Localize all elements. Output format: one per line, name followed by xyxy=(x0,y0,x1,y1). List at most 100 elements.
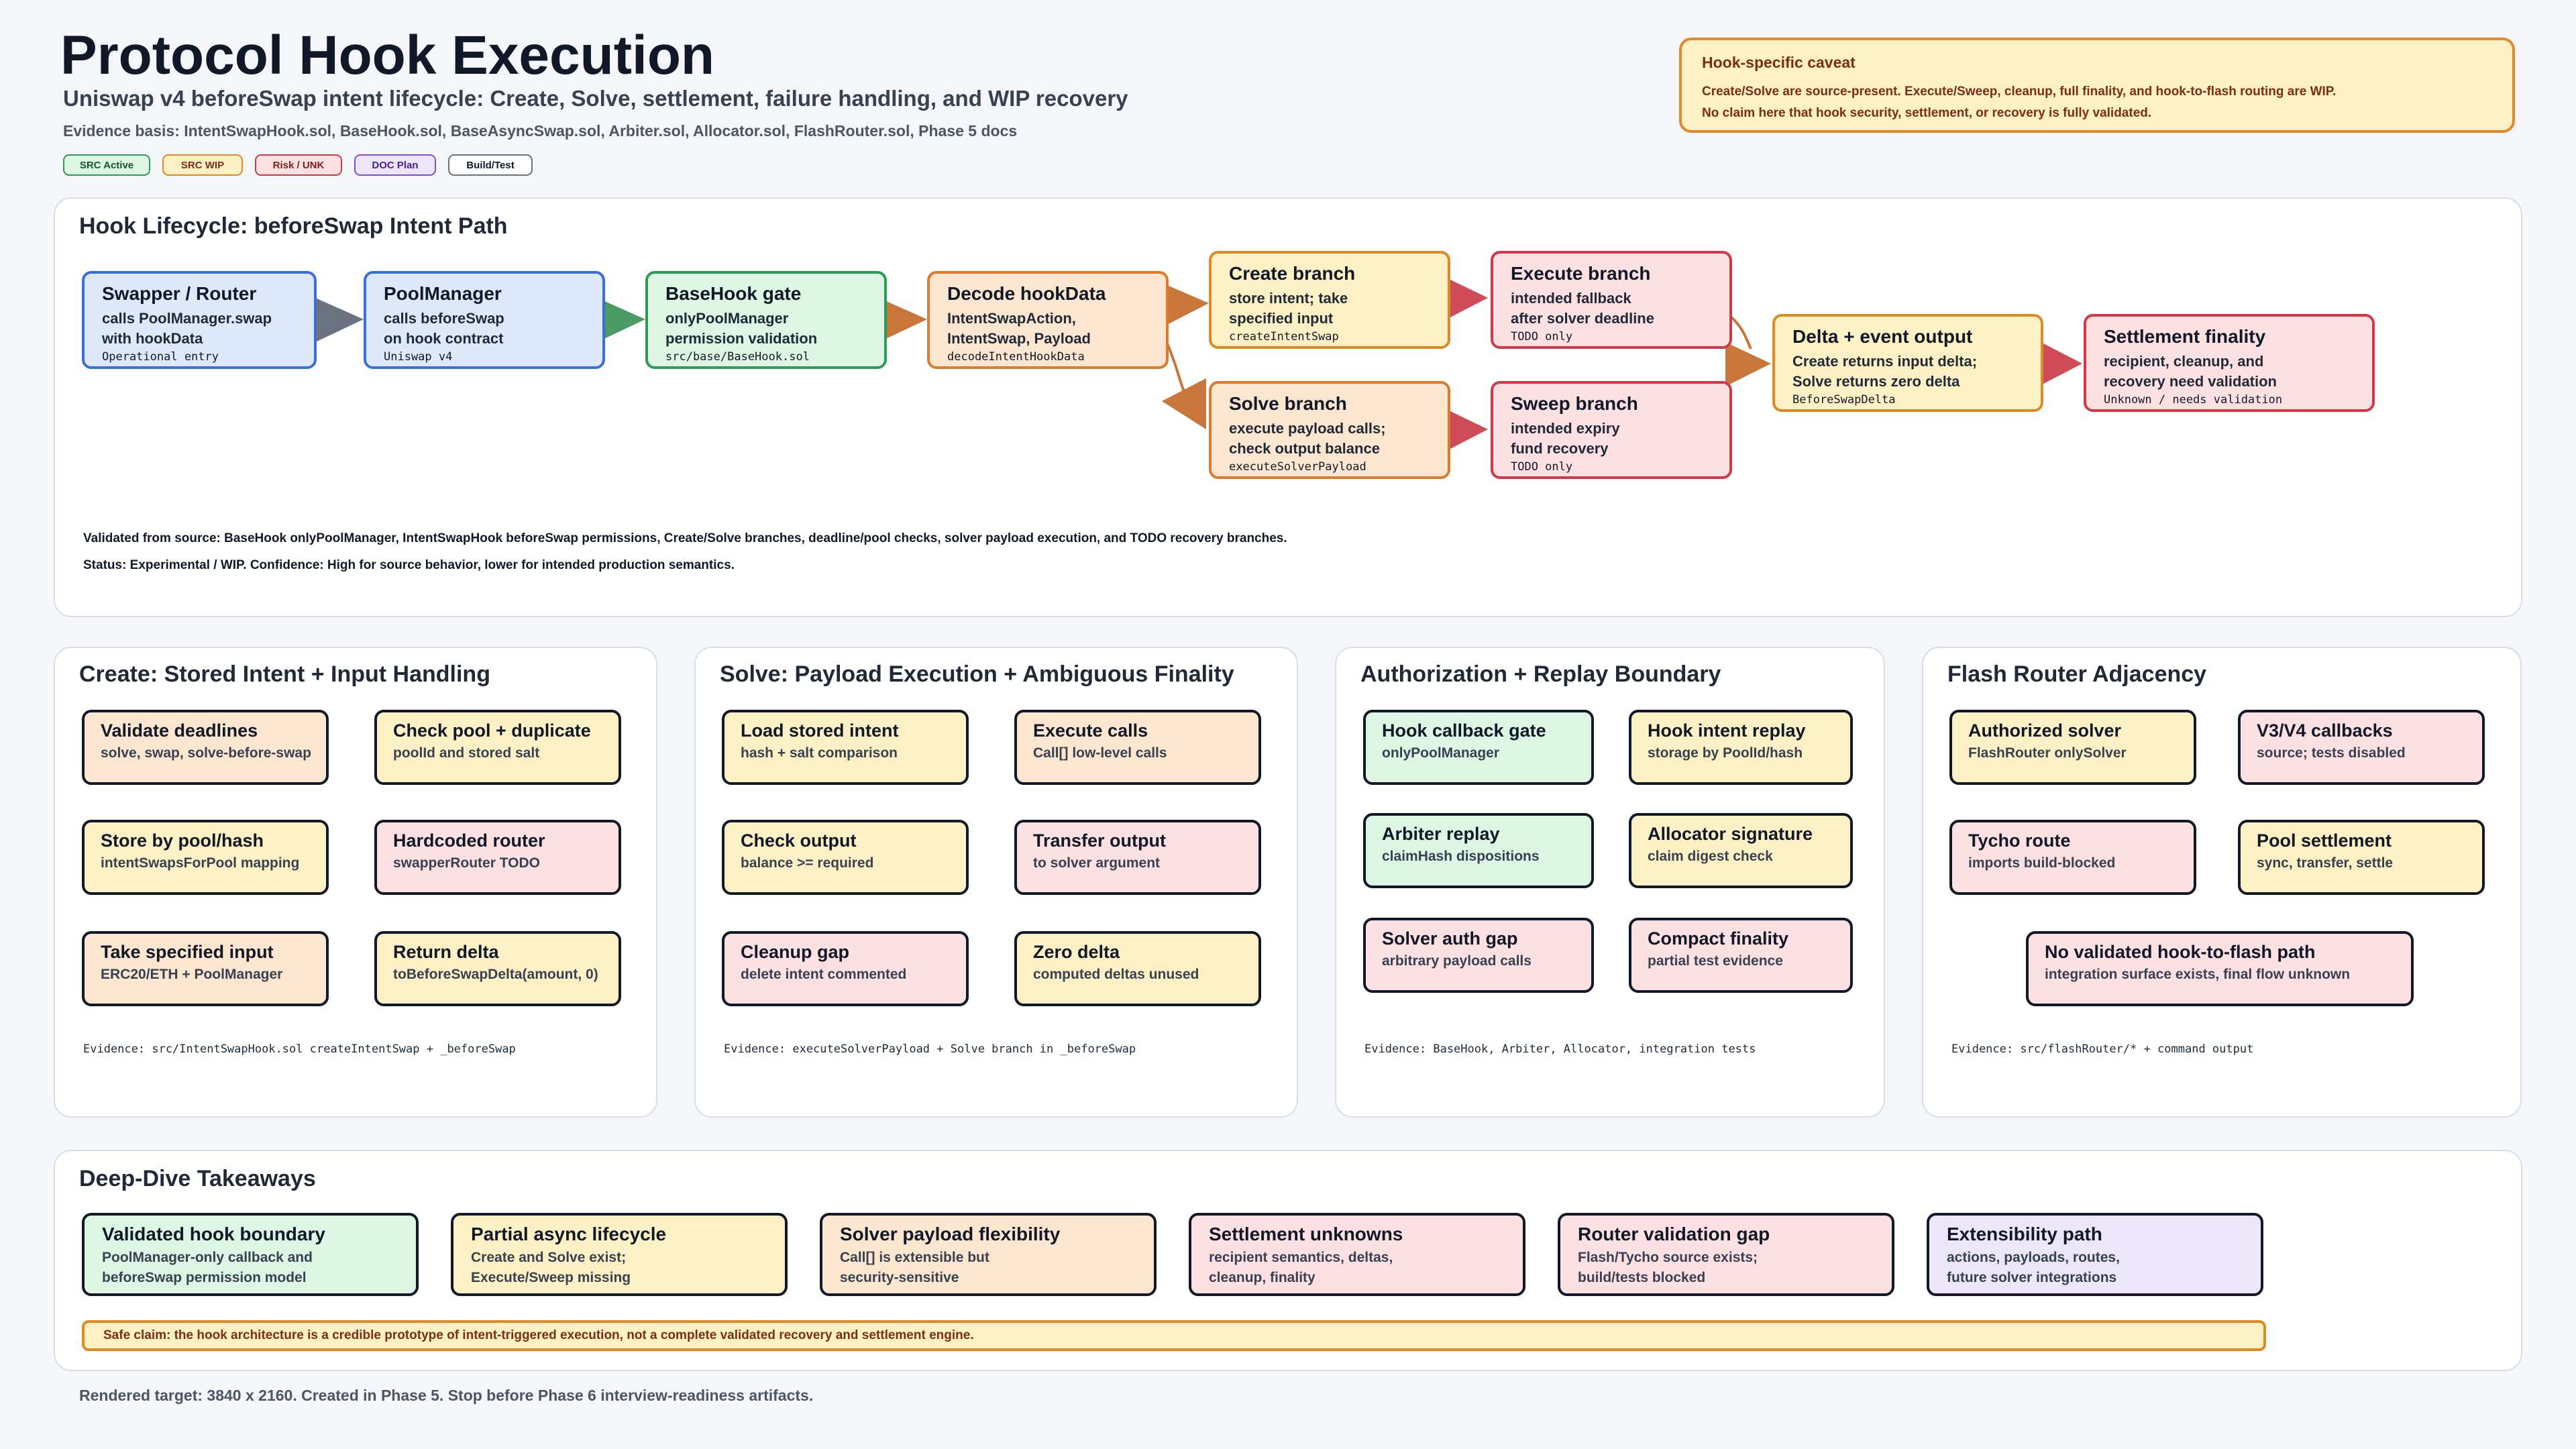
arrow-poolmanager-to-basehook xyxy=(597,298,645,342)
card-title: Solver auth gap xyxy=(1382,928,1518,949)
card-title: Tycho route xyxy=(1968,830,2071,851)
arrow-create-to-execute xyxy=(1449,279,1488,318)
arrow-decode-to-create xyxy=(1159,282,1209,329)
node-decode-hookdata: Decode hookData IntentSwapAction,IntentS… xyxy=(927,271,1169,369)
legend-doc-plan: DOC Plan xyxy=(354,154,436,176)
card-description: ERC20/ETH + PoolManager xyxy=(101,967,283,982)
takeaway-title: Partial async lifecycle xyxy=(471,1224,667,1244)
lifecycle-validation-note: Validated from source: BaseHook onlyPool… xyxy=(83,531,1287,545)
card-description: toBeforeSwapDelta(amount, 0) xyxy=(393,967,598,982)
takeaway-card: Extensibility path actions, payloads, rou… xyxy=(1927,1213,2263,1296)
solve-card: Zero delta computed deltas unused xyxy=(1014,931,1261,1006)
node-settlement-finality: Settlement finality recipient, cleanup, … xyxy=(2084,314,2375,412)
evidence-basis: Evidence basis: IntentSwapHook.sol, Base… xyxy=(63,122,1018,140)
create-panel-title: Create: Stored Intent + Input Handling xyxy=(79,661,490,687)
hook-caveat-box: Hook-specific caveat Create/Solve are so… xyxy=(1679,38,2515,133)
takeaway-title: Router validation gap xyxy=(1578,1224,1770,1244)
safe-claim: Safe claim: the hook architecture is a c… xyxy=(82,1320,2266,1351)
card-title: Take specified input xyxy=(101,942,274,962)
card-title: Hook callback gate xyxy=(1382,720,1546,741)
card-title: Validate deadlines xyxy=(101,720,258,741)
card-description: storage by PoolId/hash xyxy=(1648,745,1803,761)
arrow-execute-to-delta-line xyxy=(1729,315,1752,350)
flash-card: Tycho route imports build-blocked xyxy=(1949,820,2196,895)
footer-note: Rendered target: 3840 x 2160. Created in… xyxy=(79,1387,814,1404)
card-description: computed deltas unused xyxy=(1033,967,1199,982)
create-card: Check pool + duplicate poolId and stored … xyxy=(374,710,621,785)
card-title: Allocator signature xyxy=(1648,824,1813,844)
create-card: Return delta toBeforeSwapDelta(amount, 0) xyxy=(374,931,621,1006)
create-card: Store by pool/hash intentSwapsForPool map… xyxy=(82,820,329,895)
caveat-title: Hook-specific caveat xyxy=(1702,54,1856,71)
solve-card: Check output balance >= required xyxy=(722,820,969,895)
card-title: Check pool + duplicate xyxy=(393,720,591,741)
card-title: Pool settlement xyxy=(2257,830,2392,851)
lifecycle-status-note: Status: Experimental / WIP. Confidence: … xyxy=(83,558,735,572)
caveat-text: Create/Solve are source-present. Execute… xyxy=(1702,85,2337,120)
card-title: Cleanup gap xyxy=(741,942,850,962)
auth-evidence: Evidence: BaseHook, Arbiter, Allocator, … xyxy=(1364,1042,1756,1056)
takeaway-description: Create and Solve exist;Execute/Sweep mis… xyxy=(471,1250,631,1285)
card-title: No validated hook-to-flash path xyxy=(2045,942,2316,962)
takeaway-title: Extensibility path xyxy=(1947,1224,2102,1244)
card-title: Check output xyxy=(741,830,857,851)
arrow-basehook-to-decode xyxy=(879,298,927,342)
takeaway-title: Validated hook boundary xyxy=(102,1224,325,1244)
card-description: intentSwapsForPool mapping xyxy=(101,855,300,871)
card-title: Load stored intent xyxy=(741,720,899,741)
card-description: imports build-blocked xyxy=(1968,855,2116,871)
page-subtitle: Uniswap v4 beforeSwap intent lifecycle: … xyxy=(63,86,1128,111)
card-title: Zero delta xyxy=(1033,942,1120,962)
node-delta-event-output: Delta + event output Create returns inpu… xyxy=(1772,314,2043,412)
card-description: swapperRouter TODO xyxy=(393,855,540,871)
solve-card: Cleanup gap delete intent commented xyxy=(722,931,969,1006)
legend-risk-unk: Risk / UNK xyxy=(255,154,342,176)
card-description: poolId and stored salt xyxy=(393,745,540,761)
card-title: Return delta xyxy=(393,942,499,962)
card-title: Store by pool/hash xyxy=(101,830,264,851)
auth-card: Compact finality partial test evidence xyxy=(1629,918,1853,993)
card-description: delete intent commented xyxy=(741,967,907,982)
arrow-to-delta xyxy=(1725,342,1771,386)
arrow-swapper-to-poolmanager xyxy=(315,298,364,342)
card-description: claimHash dispositions xyxy=(1382,849,1540,864)
takeaway-title: Solver payload flexibility xyxy=(840,1224,1061,1244)
card-title: Hook intent replay xyxy=(1648,720,1806,741)
legend-src-wip: SRC WIP xyxy=(162,154,243,176)
auth-panel-title: Authorization + Replay Boundary xyxy=(1360,661,1721,687)
arrow-solve-to-sweep xyxy=(1449,411,1488,449)
card-description: partial test evidence xyxy=(1648,953,1783,969)
card-title: Compact finality xyxy=(1648,928,1789,949)
auth-card: Hook intent replay storage by PoolId/hash xyxy=(1629,710,1853,785)
card-description: onlyPoolManager xyxy=(1382,745,1500,761)
card-description: balance >= required xyxy=(741,855,874,871)
auth-card: Hook callback gate onlyPoolManager xyxy=(1363,710,1594,785)
card-title: Hardcoded router xyxy=(393,830,545,851)
card-description: arbitrary payload calls xyxy=(1382,953,1532,969)
takeaway-description: actions, payloads, routes,future solver … xyxy=(1947,1250,2120,1285)
card-title: Execute calls xyxy=(1033,720,1148,741)
takeaway-title: Settlement unknowns xyxy=(1209,1224,1403,1244)
lifecycle-title: Hook Lifecycle: beforeSwap Intent Path xyxy=(79,213,508,239)
flash-evidence: Evidence: src/flashRouter/* + command ou… xyxy=(1951,1042,2254,1056)
